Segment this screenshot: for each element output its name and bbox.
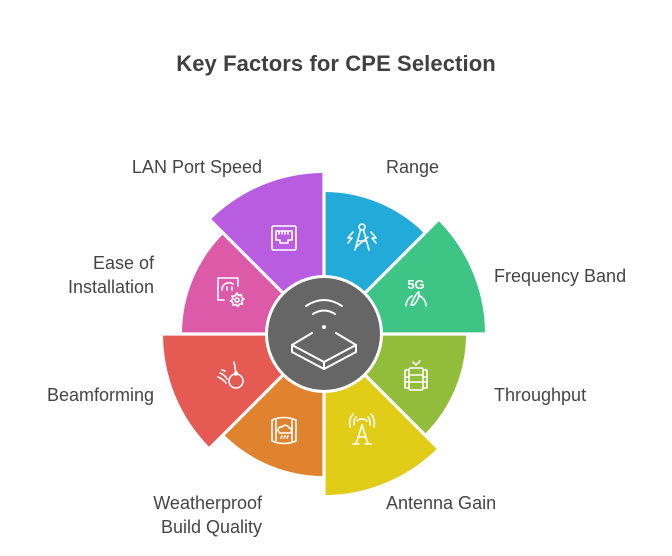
- server-stack-check-icon: [404, 360, 428, 391]
- label-line: LAN Port Speed: [131, 157, 262, 177]
- label-line: Beamforming: [46, 385, 154, 405]
- ethernet-port-icon: [271, 225, 297, 251]
- label-beamforming: Beamforming: [47, 383, 154, 407]
- label-line: Ease of: [92, 253, 154, 273]
- wrecking-ball-icon: [217, 361, 244, 389]
- svg-text:5G: 5G: [407, 277, 424, 292]
- antenna-signal-icon: [348, 413, 376, 445]
- label-antenna-gain: Antenna Gain: [386, 491, 496, 515]
- label-throughput: Throughput: [494, 383, 586, 407]
- hub-circle: [268, 278, 380, 390]
- label-lan-port-speed: LAN Port Speed: [132, 155, 262, 179]
- label-line: Weatherproof: [153, 493, 262, 513]
- weatherproof-enclosure-icon: [271, 416, 297, 445]
- label-line: Frequency Band: [494, 266, 627, 286]
- label-line: Antenna Gain: [386, 493, 497, 513]
- label-frequency-band: Frequency Band: [494, 264, 626, 288]
- radio-tower-icon: [347, 223, 377, 251]
- 5g-speedometer-icon: 5G: [405, 277, 427, 307]
- label-ease-of-installation: Ease of Installation: [68, 251, 154, 299]
- label-line: Range: [386, 157, 440, 177]
- center-hub: [265, 275, 383, 393]
- wifi-router-icon: [291, 299, 357, 370]
- outlet-gear-icon: [217, 277, 245, 308]
- label-line: Build Quality: [160, 517, 262, 537]
- diagram-title: Key Factors for CPE Selection: [176, 51, 496, 76]
- label-range: Range: [386, 155, 439, 179]
- label-line: Installation: [67, 277, 154, 297]
- label-line: Throughput: [494, 385, 587, 405]
